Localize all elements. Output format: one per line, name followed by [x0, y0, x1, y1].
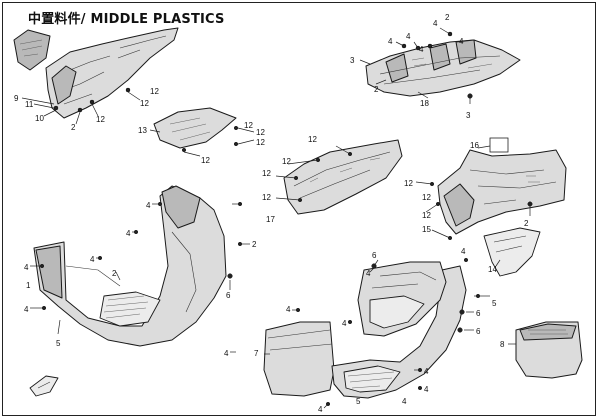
- callout-12: 12: [422, 193, 431, 202]
- callout-6: 6: [372, 251, 377, 260]
- callout-4: 4: [318, 405, 323, 414]
- callout-6: 6: [476, 327, 481, 336]
- callout-4: 4: [419, 45, 424, 54]
- callout-4: 4: [146, 201, 151, 210]
- callout-12: 12: [140, 99, 149, 108]
- callout-4: 4: [90, 255, 95, 264]
- callout-2: 2: [524, 219, 529, 228]
- callout-4: 4: [342, 319, 347, 328]
- callout-4: 4: [388, 37, 393, 46]
- diagram-border: [2, 2, 596, 416]
- storage-box-part-7: [263, 321, 335, 397]
- callout-2: 2: [252, 240, 257, 249]
- callout-4: 4: [424, 367, 429, 376]
- right-panel-16: [415, 137, 567, 277]
- callout-5: 5: [56, 339, 61, 348]
- vent-cover-part: [13, 29, 51, 71]
- right-footwell-floor: [331, 265, 467, 399]
- callout-2: 2: [445, 13, 450, 22]
- callout-11: 11: [25, 100, 34, 109]
- callout-4: 4: [459, 37, 464, 46]
- callout-3: 3: [350, 56, 355, 65]
- callout-4: 4: [406, 32, 411, 41]
- callout-12: 12: [244, 121, 253, 130]
- storage-bin-8: [508, 321, 583, 379]
- top-right-assembly: [359, 27, 521, 104]
- callout-6: 6: [476, 309, 481, 318]
- callout-13: 13: [138, 126, 147, 135]
- diagram-title: 中置料件/ MIDDLE PLASTICS: [28, 12, 225, 27]
- callout-12: 12: [404, 179, 413, 188]
- callout-12: 12: [256, 138, 265, 147]
- callout-4: 4: [433, 19, 438, 28]
- callout-15: 15: [422, 225, 431, 234]
- callout-12: 12: [96, 115, 105, 124]
- upper-left-panel: [13, 27, 179, 119]
- callout-12: 12: [150, 87, 159, 96]
- callout-4: 4: [286, 305, 291, 314]
- callout-4: 4: [402, 397, 407, 406]
- callout-2: 2: [71, 123, 76, 132]
- callout-12: 12: [422, 211, 431, 220]
- callout-7: 7: [254, 349, 259, 358]
- callout-4: 4: [424, 385, 429, 394]
- callout-18: 18: [420, 99, 429, 108]
- callout-12: 12: [262, 193, 271, 202]
- side-panel-part-9: [45, 27, 179, 119]
- callout-9: 9: [14, 94, 19, 103]
- right-floor-assembly: [230, 257, 490, 409]
- callout-17: 17: [266, 215, 275, 224]
- callout-3: 3: [466, 111, 471, 120]
- callout-2: 2: [374, 85, 379, 94]
- callout-2: 2: [112, 269, 117, 278]
- cover-part-14: [483, 227, 541, 277]
- callout-4: 4: [24, 305, 29, 314]
- callout-12: 12: [308, 135, 317, 144]
- front-arrow-icon: [29, 375, 59, 397]
- side-panel-inner: [51, 65, 77, 105]
- upper-left-fasteners: [21, 87, 141, 125]
- callout-4: 4: [224, 349, 229, 358]
- callout-12: 12: [256, 128, 265, 137]
- callout-4: 4: [461, 247, 466, 256]
- callout-5: 5: [492, 299, 497, 308]
- bracket-13: [149, 107, 255, 157]
- callout-12: 12: [282, 157, 291, 166]
- callout-4: 4: [366, 269, 371, 278]
- callout-8: 8: [500, 340, 505, 349]
- callout-14: 14: [488, 265, 497, 274]
- callout-6: 6: [226, 291, 231, 300]
- middle-panel-17: [275, 139, 403, 215]
- left-floor-assembly: [30, 185, 250, 347]
- callout-12: 12: [201, 156, 210, 165]
- callout-10: 10: [35, 114, 44, 123]
- callout-16: 16: [470, 141, 479, 150]
- callout-1: 1: [26, 281, 31, 290]
- callout-5: 5: [356, 397, 361, 406]
- callout-4: 4: [24, 263, 29, 272]
- callout-4: 4: [126, 229, 131, 238]
- callout-12: 12: [262, 169, 271, 178]
